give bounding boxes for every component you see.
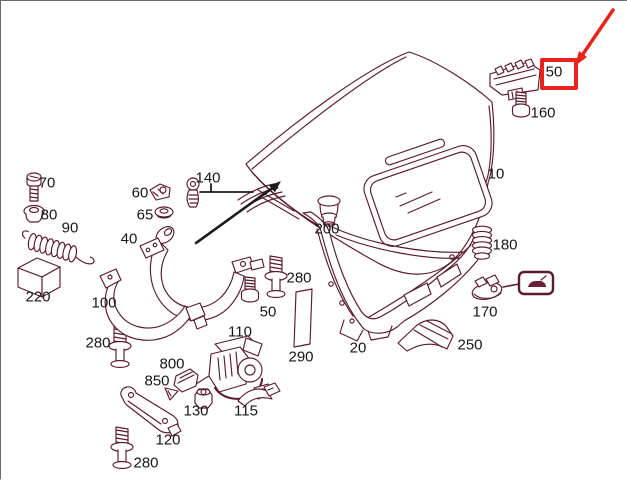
plug-drawing-200 [317,195,341,227]
part-label-850: 850 [144,372,169,389]
part-label-140: 140 [195,169,220,186]
part-label-50-screw: 50 [260,303,277,320]
part-label-115: 115 [234,402,258,419]
red-arrow-line [581,8,615,56]
part-label-70: 70 [39,174,56,191]
part-label-280-b: 280 [85,334,110,351]
part-label-50-highlighted: 50 [546,63,563,80]
trunk-lid-drawing [245,51,495,275]
part-label-120: 120 [155,431,180,448]
screw-drawing-50 [240,276,260,303]
part-label-60: 60 [132,184,149,201]
switch-connector-line [502,283,520,288]
part-label-280-a: 280 [286,269,311,286]
part-label-220: 220 [25,288,50,305]
bracket-drawing-120 [120,386,182,437]
spring-drawing-180 [471,225,493,260]
gasket-strip-drawing-290 [293,288,313,348]
spring-drawing-90 [21,230,95,265]
switch-drawing-170 [471,274,503,300]
clip-drawing-140 [186,177,200,208]
hinge-drawing-100 [99,268,208,341]
wedge-drawing-850 [164,387,179,401]
grommet-drawing-65 [154,206,174,219]
trunk-release-icon [528,281,546,287]
highlight-box [540,58,578,90]
red-arrow-head [575,51,587,66]
part-label-110: 110 [228,323,252,340]
cover-drawing-250 [397,319,454,352]
part-label-160: 160 [530,104,555,121]
bolt-drawing-70 [26,172,42,202]
trunk-release-button [517,270,555,296]
highlight-annotation [540,8,615,90]
license-plate-recess [363,145,493,247]
part-label-170: 170 [472,303,497,320]
leader-line-140 [199,183,254,193]
placement-arrowhead [269,181,281,193]
box-drawing-220 [17,257,61,298]
clip-drawing-60 [149,183,171,201]
part-label-90: 90 [62,219,79,236]
screw-drawing-280a [264,255,288,299]
cylinder-drawing-800 [173,368,199,393]
part-label-180: 180 [492,236,517,253]
grommet-drawing-80 [23,204,45,223]
screw-drawing-280c [110,426,134,470]
part-label-250: 250 [457,336,482,353]
part-label-100: 100 [91,294,116,311]
part-label-40: 40 [121,230,138,247]
part-label-200: 200 [314,220,339,237]
bracket-drawing-115 [237,382,281,407]
latch-drawing-50 [489,58,541,101]
nut-drawing-130 [194,388,213,409]
part-label-130: 130 [183,402,208,419]
part-label-65: 65 [137,206,154,223]
part-label-290: 290 [288,348,313,365]
part-label-10: 10 [488,165,505,182]
part-label-20: 20 [350,339,367,356]
part-label-80: 80 [41,206,58,223]
part-label-800: 800 [159,355,184,372]
part-label-280-c: 280 [133,454,158,471]
placement-arrow [194,185,276,245]
hinge-drawing-40 [139,226,265,322]
